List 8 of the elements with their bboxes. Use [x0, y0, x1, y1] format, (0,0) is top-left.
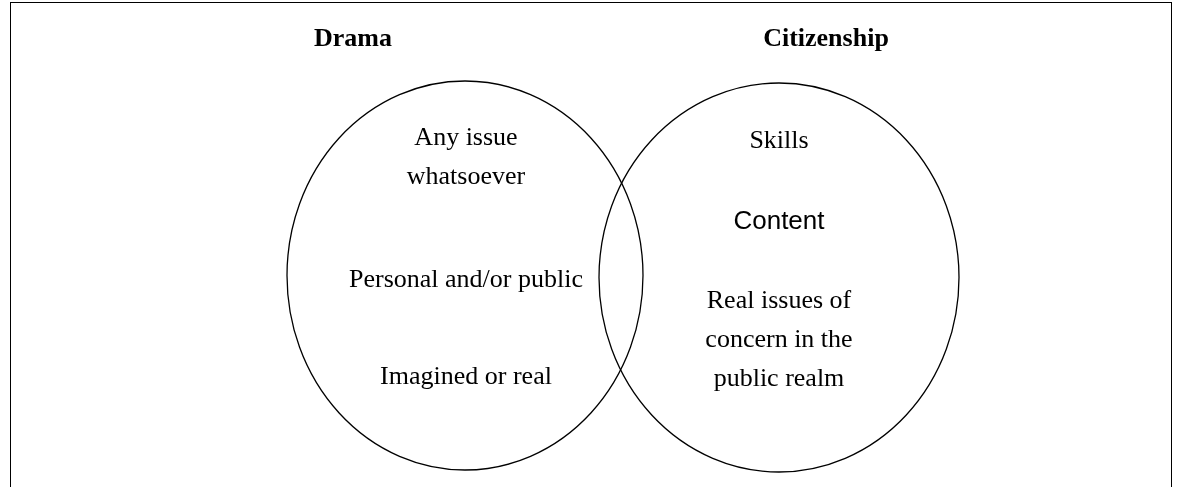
ellipse-text: Real issues of concern in the public realm — [704, 283, 854, 394]
ellipse-text: Any issue whatsoever — [405, 121, 527, 192]
ellipse-text: Imagined or real — [379, 359, 553, 392]
ellipse-heading: Drama — [314, 21, 392, 54]
ellipse-heading: Citizenship — [763, 21, 889, 54]
ellipse-text: Skills — [748, 123, 810, 156]
ellipse-text: Personal and/or public — [348, 262, 584, 295]
ellipse-text: Content — [732, 203, 826, 237]
